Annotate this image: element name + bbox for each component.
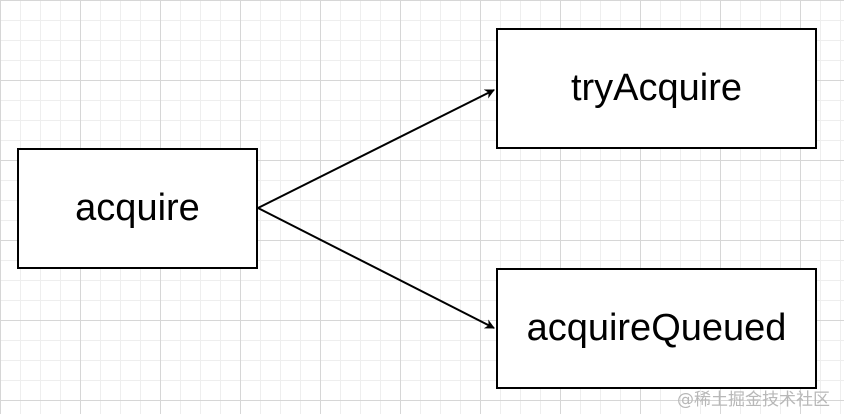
node-tryacquire-label: tryAcquire bbox=[570, 67, 743, 109]
node-acquirequeued-label: acquireQueued bbox=[526, 307, 787, 349]
node-tryacquire[interactable]: tryAcquire bbox=[496, 28, 817, 149]
watermark-text: @稀土掘金技术社区 bbox=[677, 390, 830, 410]
edge-acquire-to-tryacquire bbox=[257, 89, 495, 209]
node-acquirequeued[interactable]: acquireQueued bbox=[496, 268, 817, 389]
edge-acquire-to-acquirequeued bbox=[257, 207, 495, 329]
node-acquire-label: acquire bbox=[75, 187, 200, 229]
node-acquire[interactable]: acquire bbox=[17, 148, 258, 269]
